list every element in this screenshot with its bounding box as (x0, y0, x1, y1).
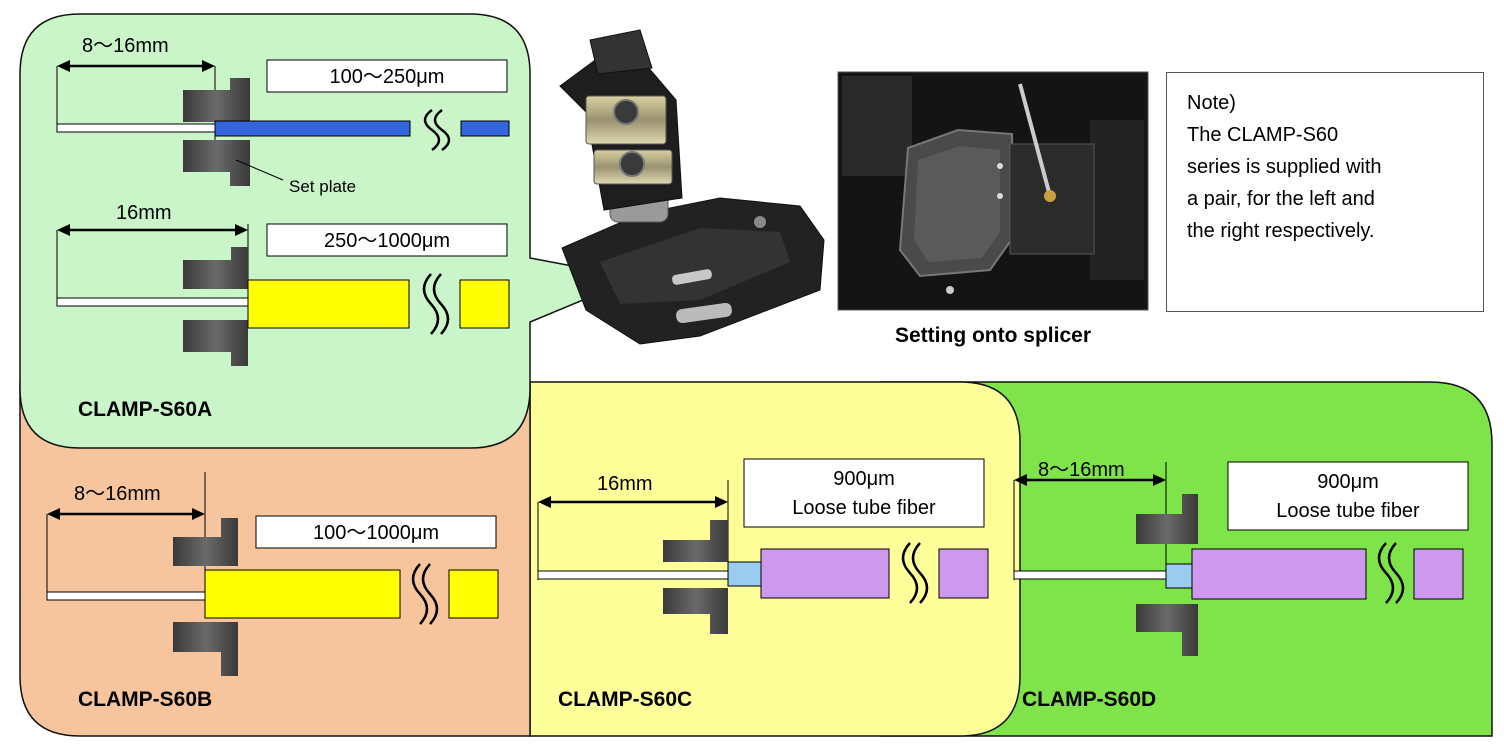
coating-label-line2: Loose tube fiber (792, 497, 936, 519)
s60a-row1: 8～16mm 100～250μm Set plate (56, 35, 510, 196)
set-plate-upper (183, 247, 248, 289)
coated-fiber-yellow-end (459, 279, 510, 329)
panel-label-s60c: CLAMP-S60C (558, 688, 692, 711)
panel-label-s60a: CLAMP-S60A (78, 398, 212, 421)
coating-label: 100～1000μm (313, 522, 439, 544)
coated-fiber-yellow (247, 279, 410, 329)
coated-fiber-violet (1191, 548, 1367, 600)
break-symbol-icon (411, 563, 439, 625)
coating-box (266, 223, 508, 257)
coated-fiber-blue (214, 120, 411, 137)
photo-caption: Setting onto splicer (895, 324, 1091, 347)
set-plate-lower (1136, 604, 1198, 656)
dimension-label: 8～16mm (82, 35, 169, 57)
clamp-product-photo (559, 29, 825, 345)
dimension-label: 8～16mm (74, 483, 161, 505)
coating-label: 100～250μm (330, 66, 445, 88)
s60c-diagram: 16mm 900μm Loose tube fiber (537, 458, 989, 634)
set-plate-upper (183, 78, 250, 122)
set-plate-label: Set plate (289, 177, 356, 196)
break-symbol-icon (422, 273, 450, 335)
set-plate-upper (663, 520, 728, 562)
bare-fiber (46, 591, 206, 601)
set-plate-lower (183, 320, 248, 366)
set-plate-lower (663, 588, 728, 634)
dimension-label: 16mm (597, 473, 653, 495)
coating-label-line2: Loose tube fiber (1276, 500, 1420, 522)
note-line-1: Note) (1187, 92, 1236, 114)
dimension-label: 8～16mm (1038, 459, 1125, 481)
coating-box (255, 515, 497, 549)
panel-label-s60d: CLAMP-S60D (1022, 688, 1156, 711)
loose-tube (727, 561, 762, 587)
coated-fiber-violet-end (1413, 548, 1464, 600)
coated-fiber-yellow (204, 569, 401, 619)
coated-fiber-violet-end (938, 548, 989, 599)
set-plate-leader (235, 159, 284, 181)
set-plate-upper (173, 518, 238, 566)
bare-fiber (56, 297, 249, 307)
s60a-row2: 16mm 250～1000μm (56, 202, 510, 366)
set-plate-lower (173, 622, 238, 676)
coating-box (743, 458, 985, 528)
panel-s60b (19, 381, 531, 737)
coating-label-line1: 900μm (833, 468, 895, 490)
break-symbol-icon (423, 108, 451, 152)
dimension-label: 16mm (116, 202, 172, 224)
set-plate-upper (1136, 494, 1198, 544)
splicer-photo (837, 71, 1149, 311)
coated-fiber-blue-end (460, 120, 510, 137)
coating-label: 250～1000μm (324, 230, 450, 252)
coating-label-line1: 900μm (1317, 471, 1379, 493)
bare-fiber (1013, 570, 1167, 580)
note-line-2: The CLAMP-S60 (1187, 124, 1339, 146)
coating-box (1227, 461, 1469, 531)
coated-fiber-yellow-end (448, 569, 499, 619)
note-line-4: a pair, for the left and (1187, 188, 1375, 210)
bare-fiber (537, 570, 729, 580)
note-line-5: the right respectively. (1187, 220, 1375, 242)
s60d-diagram: 8～16mm 900μm Loose tube fiber (1013, 459, 1469, 656)
bare-fiber (56, 123, 216, 133)
panel-label-s60b: CLAMP-S60B (78, 688, 212, 711)
break-symbol-icon (901, 542, 929, 604)
coating-box (266, 59, 508, 93)
coated-fiber-violet (760, 548, 890, 599)
set-plate-lower (183, 140, 250, 186)
note-line-3: series is supplied with (1187, 156, 1382, 178)
s60b-diagram: 8～16mm 100～1000μm (46, 472, 499, 676)
note-box: Note) The CLAMP-S60 series is supplied w… (1166, 72, 1484, 312)
break-symbol-icon (1377, 542, 1405, 604)
loose-tube (1165, 563, 1193, 589)
